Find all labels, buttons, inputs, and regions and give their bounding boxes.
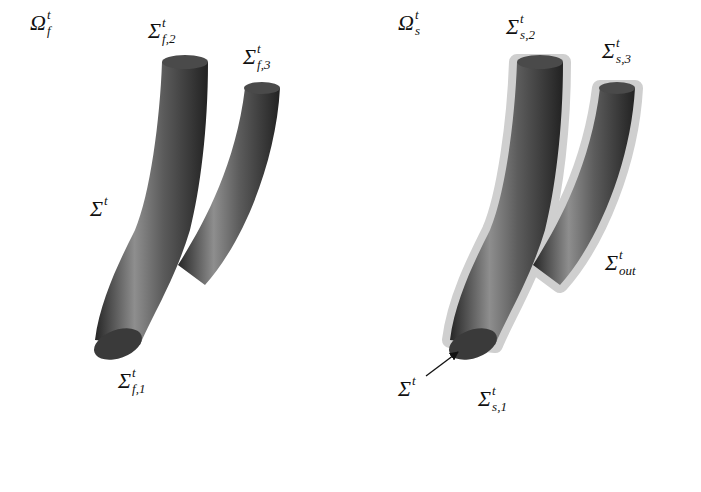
time-superscript: t bbox=[132, 366, 136, 379]
domain-symbol: Σ bbox=[478, 388, 491, 410]
time-superscript: t bbox=[162, 16, 166, 29]
boundary-subscript: f,2 bbox=[162, 32, 175, 45]
domain-symbol: Σ bbox=[243, 46, 256, 68]
boundary-subscript: s bbox=[415, 24, 420, 37]
boundary-subscript: s,3 bbox=[616, 52, 631, 65]
domain-symbol: Σ bbox=[90, 198, 103, 220]
boundary-subscript: s,2 bbox=[520, 28, 535, 41]
domain-symbol: Σ bbox=[602, 40, 615, 62]
domain-symbol: Σ bbox=[148, 20, 161, 42]
leader-arrow bbox=[426, 352, 458, 376]
boundary-subscript: s,1 bbox=[492, 400, 507, 413]
time-superscript: t bbox=[616, 36, 620, 49]
domain-symbol: Σ bbox=[398, 378, 411, 400]
boundary-subscript: f bbox=[47, 24, 51, 37]
domain-symbol: Ω bbox=[398, 12, 414, 34]
domain-symbol: Ω bbox=[30, 12, 46, 34]
time-superscript: t bbox=[520, 12, 524, 25]
boundary-subscript: f,1 bbox=[132, 382, 145, 395]
boundary-subscript: out bbox=[619, 264, 636, 277]
time-superscript: t bbox=[619, 248, 623, 261]
domain-symbol: Σ bbox=[506, 16, 519, 38]
time-superscript: t bbox=[492, 384, 496, 397]
boundary-subscript: f,3 bbox=[257, 58, 270, 71]
solid-domain bbox=[445, 55, 635, 366]
domain-symbol: Σ bbox=[605, 252, 618, 274]
time-superscript: t bbox=[412, 374, 416, 387]
time-superscript: t bbox=[415, 8, 419, 21]
fluid-domain bbox=[90, 55, 280, 366]
time-superscript: t bbox=[257, 42, 261, 55]
domain-symbol: Σ bbox=[118, 370, 131, 392]
time-superscript: t bbox=[47, 8, 51, 21]
time-superscript: t bbox=[104, 194, 108, 207]
